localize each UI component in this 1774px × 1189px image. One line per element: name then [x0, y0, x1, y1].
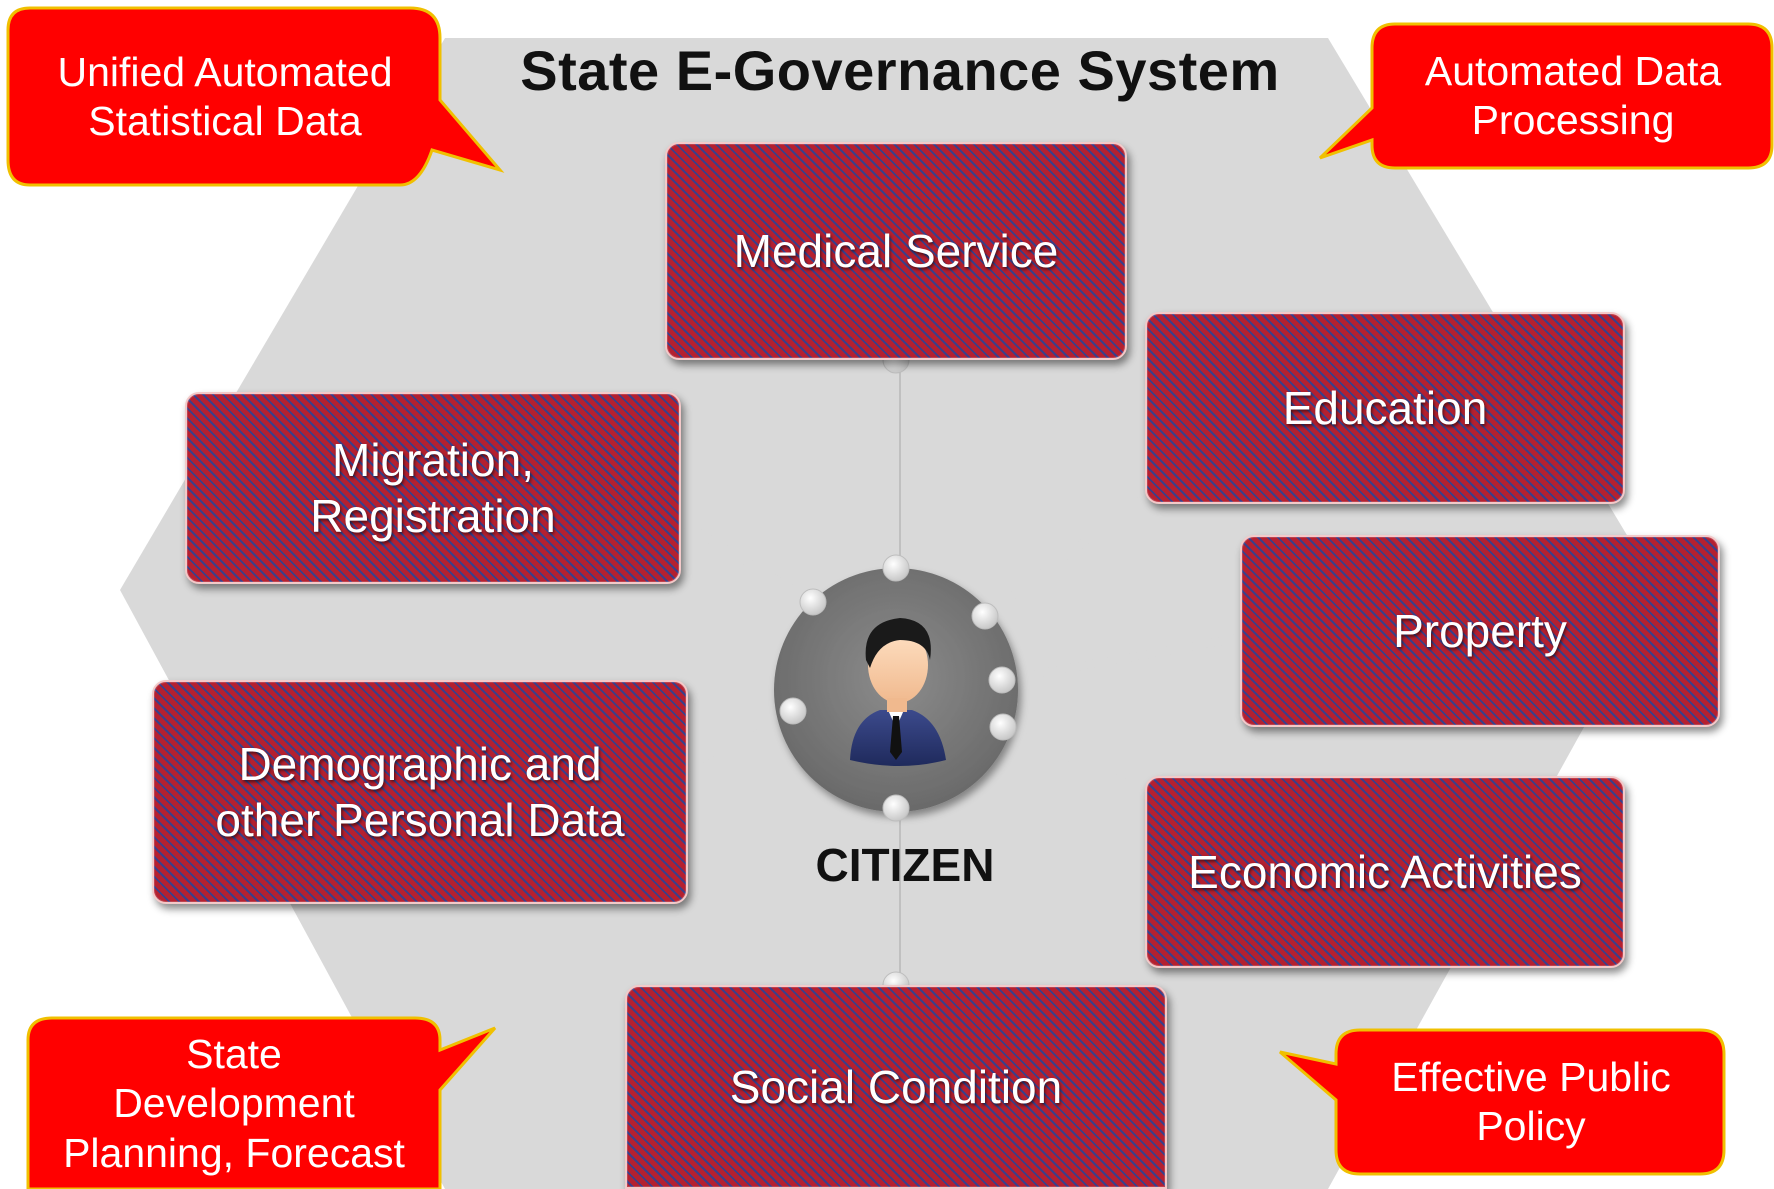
businessman-icon	[850, 618, 946, 766]
box-demographic-data: Demographic and other Personal Data	[152, 680, 688, 904]
callout-bottom-right	[1279, 1028, 1726, 1176]
connector-lines	[646, 356, 1277, 989]
dot-education-hub	[971, 602, 999, 630]
dot-property-hub	[988, 666, 1016, 694]
connector-property	[998, 628, 1277, 684]
citizen-label: CITIZEN	[815, 839, 995, 891]
callout-bottom-left	[26, 1016, 497, 1189]
box-education: Education	[1145, 312, 1625, 504]
callout-text-top-left: Unified Automated Statistical Data	[57, 48, 393, 144]
callout-text-bottom-right: Effective Public Policy	[1391, 1053, 1671, 1149]
callout-top-right	[1318, 22, 1774, 170]
box-property: Property	[1240, 535, 1720, 727]
callout-top-left	[6, 6, 505, 187]
dot-demographic-hub	[779, 697, 807, 725]
box-economic-activities: Economic Activities	[1145, 776, 1625, 968]
dot-economic-hub	[989, 713, 1017, 741]
diagram-title: State E-Governance System	[520, 39, 1280, 102]
box-migration-registration: Migration, Registration	[185, 392, 681, 584]
callout-text-bottom-left: State Development Planning, Forecast	[63, 1031, 405, 1176]
callout-text-top-right: Automated Data Processing	[1424, 47, 1722, 143]
box-medical-service: Medical Service	[665, 142, 1127, 360]
dot-migration-hub	[799, 588, 827, 616]
dot-medical-hub	[882, 554, 910, 582]
dot-social-hub	[882, 794, 910, 822]
box-social-condition: Social Condition	[625, 985, 1167, 1189]
